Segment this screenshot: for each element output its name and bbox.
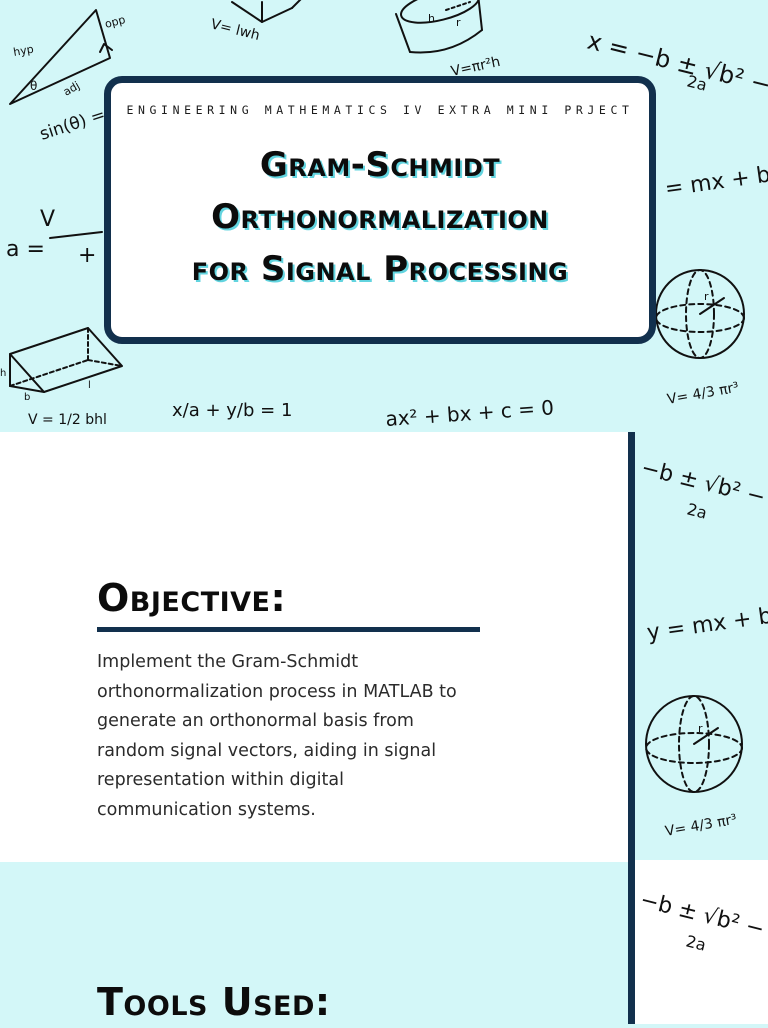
title-line-2: Orthonormalization — [211, 197, 549, 237]
title-line-3: for Signal Processing — [191, 249, 569, 289]
cylinder-doodle: h r — [395, 0, 483, 54]
box-volume-formula: V= lwh — [209, 16, 261, 44]
prism-doodle: h b l — [0, 327, 123, 403]
strip-sphere-doodle: r — [645, 695, 743, 793]
page-title: Gram-Schmidt Orthonormalization for Sign… — [111, 139, 649, 295]
strip-bottom-doodle: −b ± √b² − 4ac 2a — [638, 888, 768, 955]
right-strip-white-block: −b ± √b² − 4ac 2a — [635, 860, 768, 1024]
title-line-1: Gram-Schmidt — [259, 145, 501, 185]
quadratic-equation: ax² + bx + c = 0 — [385, 395, 555, 431]
title-card: ENGINEERING MATHEMATICS IV EXTRA MINI PR… — [104, 76, 656, 344]
cyl-h-label: h — [428, 12, 435, 25]
theta-label: θ — [30, 79, 37, 93]
objective-line-3: generate an orthonormal basis from — [97, 711, 414, 732]
objective-line-5: representation within digital — [97, 770, 344, 791]
sphere-volume-formula: V= 4/3 πr³ — [666, 380, 740, 408]
tools-heading: Tools Used: — [97, 980, 331, 1024]
strip-quadratic-denominator-1: 2a — [685, 499, 709, 522]
sin-formula: sin(θ) = — [37, 105, 108, 145]
hyp-label: hyp — [12, 43, 34, 59]
objective-line-1: Implement the Gram-Schmidt — [97, 652, 359, 672]
intercept-equation: x/a + y/b = 1 — [172, 400, 292, 421]
vertical-divider — [628, 432, 635, 1024]
objective-heading: Objective: — [97, 576, 287, 620]
objective-line-2: orthonormalization process in MATLAB to — [97, 681, 457, 702]
prism-b-label: b — [24, 392, 30, 403]
strip-line-equation: y = mx + b — [645, 604, 768, 646]
acceleration-a: a = — [6, 237, 45, 262]
cyl-r-label: r — [456, 16, 461, 29]
objective-line-6: communication systems. — [97, 799, 316, 820]
box-doodle — [231, 0, 302, 23]
objective-line-4: random signal vectors, aiding in signal — [97, 740, 437, 761]
adj-label: adj — [61, 79, 82, 99]
strip-sphere-volume-formula: V= 4/3 πr³ — [664, 812, 738, 840]
objective-panel — [0, 432, 628, 862]
line-equation-top: = mx + b — [663, 162, 768, 202]
prism-h-label: h — [0, 368, 6, 379]
objective-underline — [97, 627, 480, 632]
objective-description: Implement the Gram-Schmidt orthonormaliz… — [97, 648, 477, 826]
quadratic-formula-denominator: 2a — [685, 71, 709, 94]
opp-label: opp — [103, 13, 126, 31]
strip-sphere-r-label: r — [698, 722, 703, 735]
strip-quadratic-denominator-2: 2a — [684, 931, 708, 954]
prism-l-label: l — [88, 380, 91, 391]
sphere-doodle: r — [655, 269, 745, 359]
triangle-doodle: hyp opp adj θ — [9, 9, 127, 105]
project-kicker: ENGINEERING MATHEMATICS IV EXTRA MINI PR… — [126, 103, 634, 117]
acceleration-plus: + — [78, 243, 96, 268]
acceleration-numerator: V — [40, 207, 55, 232]
sphere-r-label: r — [704, 290, 709, 303]
prism-volume-formula: V = 1/2 bhl — [28, 412, 107, 428]
